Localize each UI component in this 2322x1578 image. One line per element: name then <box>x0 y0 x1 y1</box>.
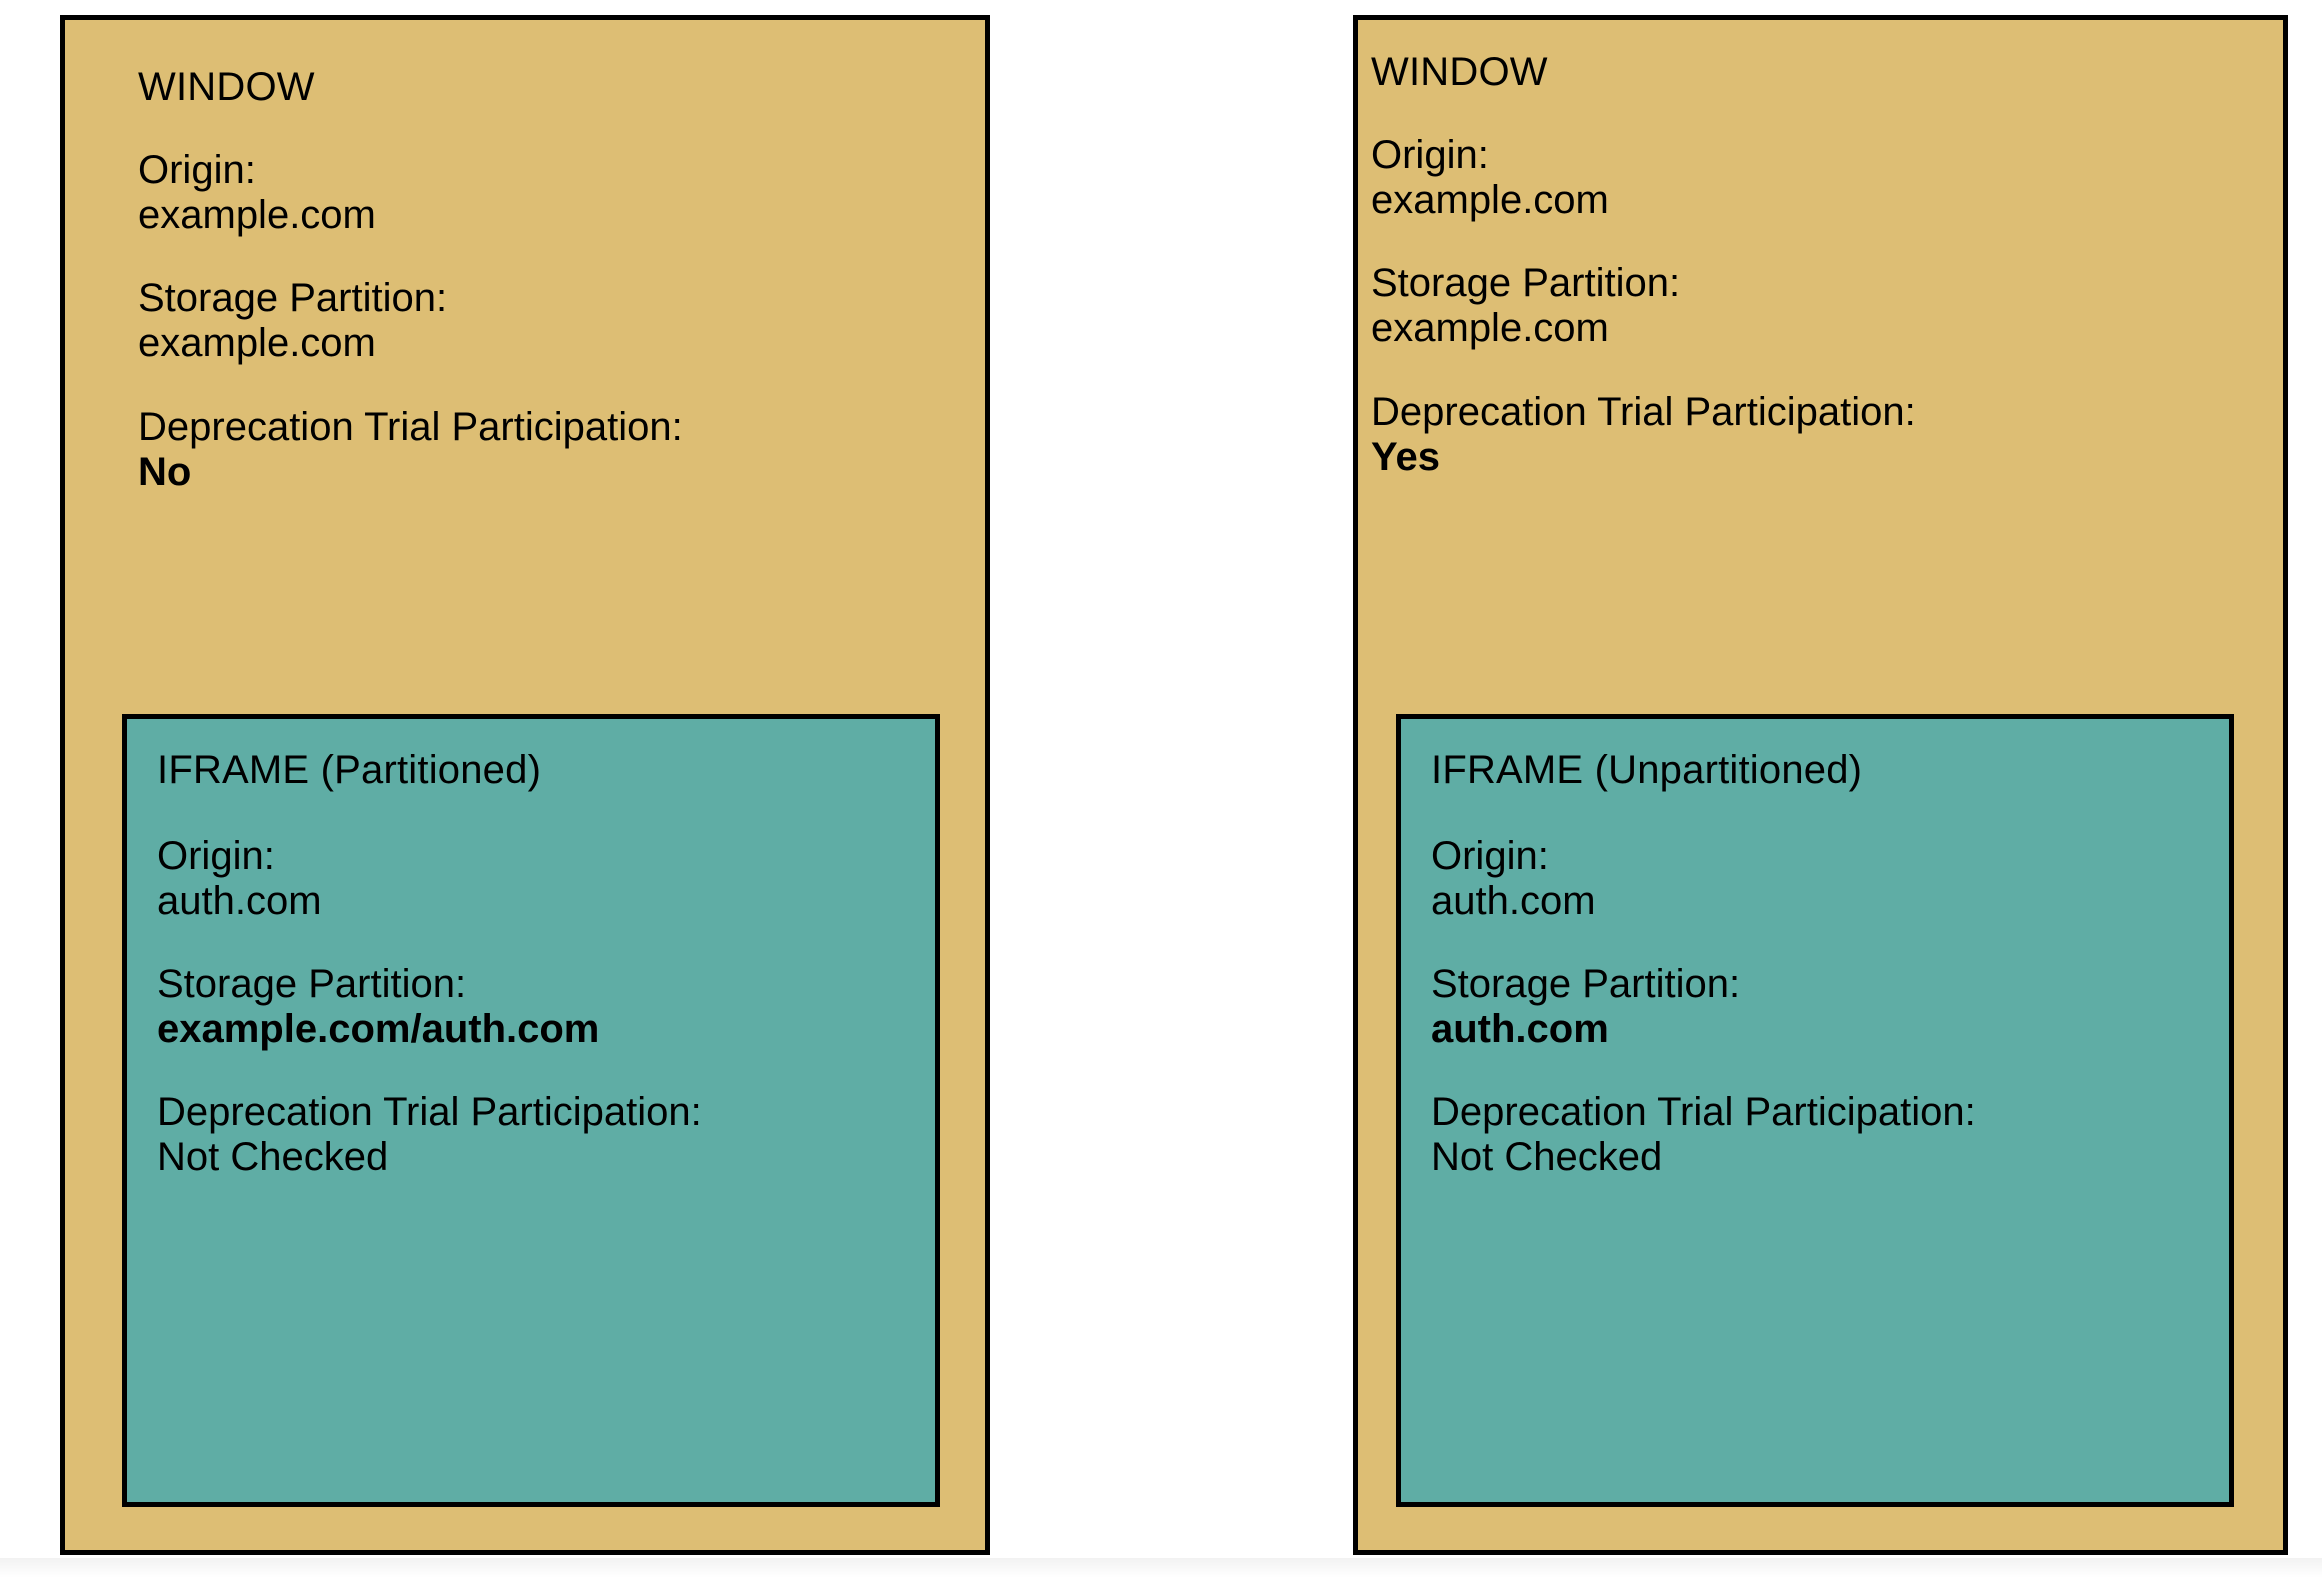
iframe-right-content: IFRAME (Unpartitioned) Origin: auth.com … <box>1401 719 2229 1502</box>
window-right-storage-value: example.com <box>1371 305 1609 350</box>
window-left-storage-label: Storage Partition: <box>138 276 448 320</box>
iframe-left-origin-value: auth.com <box>157 878 322 923</box>
iframe-left-trial-label: Deprecation Trial Participation: <box>157 1090 702 1134</box>
window-left-storage-field: Storage Partition: example.com <box>138 276 447 366</box>
iframe-right-trial-field: Deprecation Trial Participation: Not Che… <box>1431 1090 1976 1180</box>
window-title-left: WINDOW <box>138 65 315 109</box>
iframe-left-origin-label: Origin: <box>157 834 275 878</box>
iframe-left-storage-label: Storage Partition: <box>157 962 467 1006</box>
iframe-right-storage-value: auth.com <box>1431 1006 1609 1051</box>
iframe-left-trial-field: Deprecation Trial Participation: Not Che… <box>157 1090 702 1180</box>
window-right-storage-label: Storage Partition: <box>1371 261 1681 305</box>
window-box-right: WINDOW Origin: example.com Storage Parti… <box>1353 15 2288 1555</box>
iframe-right-trial-label: Deprecation Trial Participation: <box>1431 1090 1976 1134</box>
window-title-right: WINDOW <box>1371 50 1548 94</box>
window-right-trial-field: Deprecation Trial Participation: Yes <box>1371 390 1916 480</box>
window-right-origin-value: example.com <box>1371 177 1609 222</box>
window-left-trial-label: Deprecation Trial Participation: <box>138 405 683 449</box>
window-left-trial-field: Deprecation Trial Participation: No <box>138 405 683 495</box>
iframe-left-title: IFRAME (Partitioned) <box>157 748 542 792</box>
iframe-left-trial-value: Not Checked <box>157 1134 389 1179</box>
window-right-trial-value: Yes <box>1371 434 1440 479</box>
iframe-left-storage-value: example.com/auth.com <box>157 1006 600 1051</box>
window-box-left: WINDOW Origin: example.com Storage Parti… <box>60 15 990 1555</box>
window-left-origin-label: Origin: <box>138 148 256 192</box>
window-right-trial-label: Deprecation Trial Participation: <box>1371 390 1916 434</box>
window-left-storage-value: example.com <box>138 320 376 365</box>
iframe-right-title: IFRAME (Unpartitioned) <box>1431 748 1863 792</box>
window-right-storage-field: Storage Partition: example.com <box>1371 261 1680 351</box>
iframe-box-left: IFRAME (Partitioned) Origin: auth.com St… <box>122 714 940 1507</box>
iframe-right-origin-label: Origin: <box>1431 834 1549 878</box>
iframe-right-trial-value: Not Checked <box>1431 1134 1663 1179</box>
window-left-trial-value: No <box>138 449 192 494</box>
window-left-origin-field: Origin: example.com <box>138 148 376 238</box>
iframe-left-origin-field: Origin: auth.com <box>157 834 322 924</box>
iframe-box-right: IFRAME (Unpartitioned) Origin: auth.com … <box>1396 714 2234 1507</box>
iframe-left-storage-field: Storage Partition: example.com/auth.com <box>157 962 599 1052</box>
page-bottom-shading <box>0 1558 2322 1578</box>
window-right-origin-field: Origin: example.com <box>1371 133 1609 223</box>
iframe-right-storage-label: Storage Partition: <box>1431 962 1741 1006</box>
iframe-right-storage-field: Storage Partition: auth.com <box>1431 962 1740 1052</box>
window-right-origin-label: Origin: <box>1371 133 1489 177</box>
iframe-right-origin-value: auth.com <box>1431 878 1596 923</box>
window-left-origin-value: example.com <box>138 192 376 237</box>
iframe-left-content: IFRAME (Partitioned) Origin: auth.com St… <box>127 719 935 1502</box>
iframe-right-origin-field: Origin: auth.com <box>1431 834 1596 924</box>
